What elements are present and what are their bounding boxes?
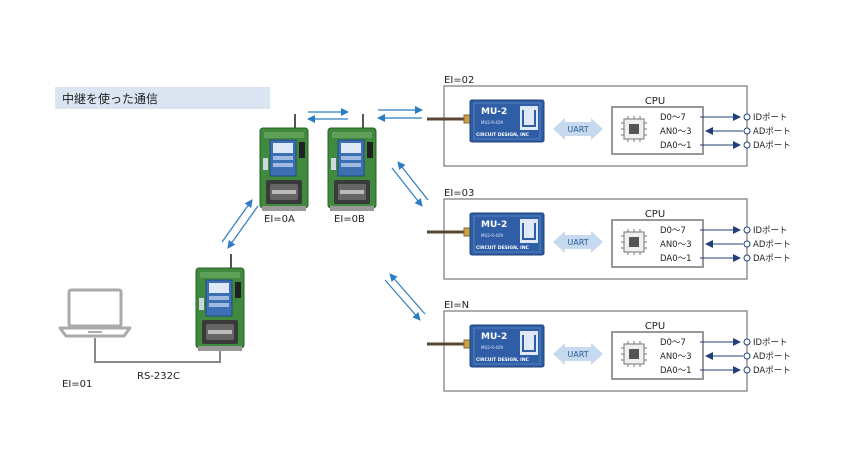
cpu-pin-label: AN0～3: [660, 352, 692, 362]
port-row: AN0～3 ADポート: [660, 352, 791, 362]
port-name-label: ADポート: [753, 127, 791, 137]
module-brand: MU-2: [481, 332, 507, 342]
port-row: D0～7 IDポート: [660, 226, 788, 236]
cpu-chip-icon: [620, 228, 648, 256]
port-name-label: IDポート: [753, 113, 788, 123]
module-logo-icon: [520, 331, 538, 355]
wireless-arrow: [227, 205, 259, 249]
cpu-pin-label: DA0～1: [660, 254, 692, 264]
cpu-pin-label: DA0～1: [660, 141, 692, 151]
wireless-arrow: [391, 167, 423, 207]
cpu-chip-icon: [620, 340, 648, 368]
node-ei-label: EI=N: [444, 300, 469, 311]
pc-ei-label: EI=01: [62, 379, 92, 390]
uart-label: UART: [567, 350, 588, 359]
cpu-pin-label: D0～7: [660, 113, 686, 123]
module-logo-icon: [520, 219, 538, 243]
relay-board-0a: [259, 113, 309, 212]
module-model: MU2-R-429: [481, 233, 504, 238]
module-model: MU2-R-429: [481, 345, 504, 350]
module-maker: CIRCUIT DESIGN, INC: [476, 132, 530, 138]
port-name-label: DAポート: [753, 254, 791, 264]
port-name-label: DAポート: [753, 141, 791, 151]
cpu-pin-label: AN0～3: [660, 127, 692, 137]
title-banner: 中継を使った通信: [55, 87, 270, 109]
module-brand: MU-2: [481, 107, 507, 117]
module-logo-icon: [520, 106, 538, 130]
uart-arrow-icon: [553, 118, 603, 140]
uart-link: UART: [553, 231, 603, 253]
port-terminal-icon: [743, 254, 751, 262]
port-row: DA0～1 DAポート: [660, 141, 791, 151]
port-terminal-icon: [743, 226, 751, 234]
wireless-arrow: [389, 273, 426, 315]
uart-label: UART: [567, 125, 588, 134]
cpu-box: CPU: [611, 321, 704, 380]
port-terminal-icon: [743, 240, 751, 248]
port-name-label: IDポート: [753, 338, 788, 348]
uart-link: UART: [553, 118, 603, 140]
relay-0a-ei-label: EI=0A: [264, 214, 295, 225]
port-terminal-icon: [743, 338, 751, 346]
cpu-box: CPU: [611, 209, 704, 268]
node-ei-label: EI=02: [444, 75, 474, 86]
port-name-label: DAポート: [753, 366, 791, 376]
wireless-arrows: [221, 106, 429, 321]
diagram-title: 中継を使った通信: [62, 92, 159, 106]
wireless-arrow: [221, 199, 253, 243]
node-ei-label: EI=03: [444, 188, 474, 199]
port-name-label: IDポート: [753, 226, 788, 236]
cpu-pin-label: D0～7: [660, 226, 686, 236]
port-row: D0～7 IDポート: [660, 113, 788, 123]
module-model: MU2-R-429: [481, 120, 504, 125]
wireless-arrow: [384, 279, 421, 321]
cpu-label: CPU: [645, 96, 665, 107]
rs232c-label: RS-232C: [137, 371, 180, 382]
relay-board-0b: [327, 113, 377, 212]
cpu-label: CPU: [645, 321, 665, 332]
uart-link: UART: [553, 343, 603, 365]
module-maker: CIRCUIT DESIGN, INC: [476, 245, 530, 251]
uart-label: UART: [567, 238, 588, 247]
module-maker: CIRCUIT DESIGN, INC: [476, 357, 530, 363]
port-row: D0～7 IDポート: [660, 338, 788, 348]
wireless-arrow: [397, 161, 429, 201]
port-name-label: ADポート: [753, 352, 791, 362]
relay-0b-ei-label: EI=0B: [334, 214, 365, 225]
cpu-pin-label: D0～7: [660, 338, 686, 348]
port-row: DA0～1 DAポート: [660, 366, 791, 376]
cpu-pin-label: DA0～1: [660, 366, 692, 376]
cpu-box: CPU: [611, 96, 704, 155]
port-terminal-icon: [743, 366, 751, 374]
port-terminal-icon: [743, 113, 751, 121]
uart-arrow-icon: [553, 343, 603, 365]
port-terminal-icon: [743, 127, 751, 135]
port-terminal-icon: [743, 352, 751, 360]
port-row: DA0～1 DAポート: [660, 254, 791, 264]
module-brand: MU-2: [481, 220, 507, 230]
cpu-chip-icon: [620, 115, 648, 143]
cpu-label: CPU: [645, 209, 665, 220]
port-row: AN0～3 ADポート: [660, 127, 791, 137]
uart-arrow-icon: [553, 231, 603, 253]
master-radio-board: [195, 253, 245, 352]
cpu-pin-label: AN0～3: [660, 240, 692, 250]
pc-laptop-icon: [58, 288, 132, 338]
port-terminal-icon: [743, 141, 751, 149]
port-name-label: ADポート: [753, 240, 791, 250]
port-row: AN0～3 ADポート: [660, 240, 791, 250]
